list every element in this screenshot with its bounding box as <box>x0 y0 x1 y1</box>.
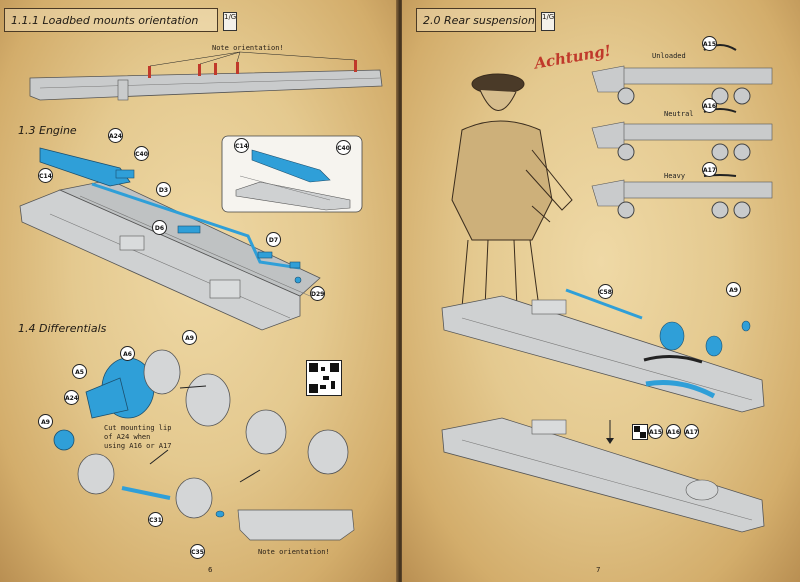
rear-frame-upper <box>441 288 765 413</box>
qr-code-icon <box>306 360 342 396</box>
part-tag-d7: D7 <box>266 232 281 247</box>
note-orientation-bottom: Note orientation! <box>258 548 330 556</box>
section-title-differentials: 1.4 Differentials <box>18 322 107 335</box>
section-header-rear-suspension: 2.0 Rear suspension 1/G <box>416 8 555 32</box>
part-tag-c14: C14 <box>38 168 53 183</box>
right-page: 2.0 Rear suspension 1/G Achtung! <box>402 0 800 582</box>
load-label-unloaded: Unloaded <box>652 52 686 60</box>
part-tag-d3: D3 <box>156 182 171 197</box>
part-tag-a15-truck: A15 <box>702 36 717 51</box>
part-tag-c58: C58 <box>598 284 613 299</box>
part-tag-a9-left: A9 <box>38 414 53 429</box>
part-tag-c35: C35 <box>190 544 205 559</box>
right-page-drawings <box>441 44 773 533</box>
truck-unloaded <box>591 44 773 105</box>
part-tag-a17-truck: A17 <box>702 162 717 177</box>
section-title-engine: 1.3 Engine <box>18 124 77 137</box>
paint-badge-icon: 1/G <box>223 12 237 31</box>
engine-block <box>39 147 302 284</box>
load-label-heavy: Heavy <box>664 172 686 180</box>
choose-option-icon <box>632 424 648 440</box>
page-number-right: 7 <box>596 566 601 574</box>
page-number-left: 6 <box>208 566 213 574</box>
part-tag-a24-diff: A24 <box>64 390 79 405</box>
engine-inset <box>221 135 363 213</box>
part-tag-a5: A5 <box>72 364 87 379</box>
left-page-drawings <box>19 51 383 541</box>
part-tag-a16-truck: A16 <box>702 98 717 113</box>
part-tag-a6: A6 <box>120 346 135 361</box>
spine-gutter <box>396 0 404 582</box>
part-tag-d6: D6 <box>152 220 167 235</box>
section-title-rear-suspension: 2.0 Rear suspension <box>423 14 535 27</box>
part-tag-c40: C40 <box>134 146 149 161</box>
cut-mounting-note: Cut mounting lip of A24 when using A16 o… <box>104 424 172 450</box>
choice-tag-a16: A16 <box>666 424 681 439</box>
truck-neutral <box>591 108 773 161</box>
note-orientation-top: Note orientation! <box>212 44 284 52</box>
part-tag-a24: A24 <box>108 128 123 143</box>
mount-red-4 <box>236 62 239 74</box>
choice-tag-a15: A15 <box>648 424 663 439</box>
differentials <box>53 349 355 541</box>
rear-frame-lower <box>441 417 765 533</box>
truck-heavy <box>591 174 773 219</box>
section-header-loadbed: 1.1.1 Loadbed mounts orientation 1/G <box>4 8 237 32</box>
choice-tag-a17: A17 <box>684 424 699 439</box>
left-page: 1.1.1 Loadbed mounts orientation 1/G Not… <box>0 0 398 582</box>
part-tag-c31: C31 <box>148 512 163 527</box>
part-tag-a9-top: A9 <box>182 330 197 345</box>
inset-tag-c14: C14 <box>234 138 249 153</box>
officer-illustration <box>451 73 573 331</box>
load-label-neutral: Neutral <box>664 110 694 118</box>
part-tag-d29: D29 <box>310 286 325 301</box>
paint-badge-icon: 1/G <box>541 12 555 31</box>
chassis-rail-top <box>29 51 383 101</box>
part-tag-a9: A9 <box>726 282 741 297</box>
mount-red-3 <box>214 63 217 75</box>
mount-red-2 <box>198 64 201 76</box>
inset-tag-c40: C40 <box>336 140 351 155</box>
section-title-loadbed: 1.1.1 Loadbed mounts orientation <box>11 14 199 27</box>
mount-red-1 <box>148 66 151 78</box>
mount-red-5 <box>354 60 357 72</box>
